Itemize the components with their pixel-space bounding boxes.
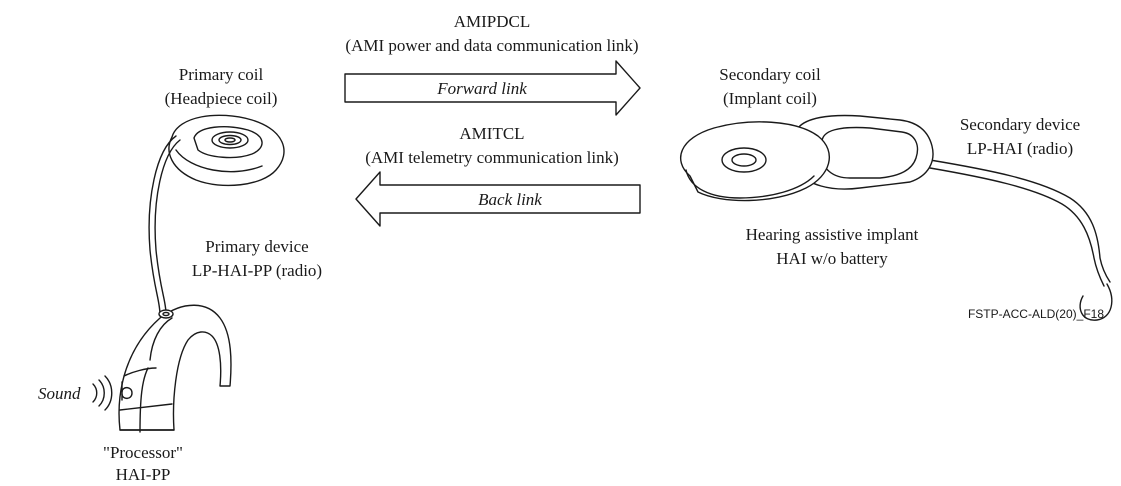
back-link-subtitle: (AMI telemetry communication link) [365, 148, 619, 167]
sound-waves-icon [92, 375, 113, 411]
secondary-coil-label-1: Secondary coil [719, 65, 821, 84]
processor-label-2: HAI-PP [116, 465, 171, 484]
forward-link-title: AMIPDCL [454, 12, 531, 31]
back-link-title: AMITCL [459, 124, 524, 143]
secondary-device-label-2: LP-HAI (radio) [967, 139, 1073, 158]
sound-label: Sound [38, 384, 81, 403]
primary-device-label-1: Primary device [205, 237, 308, 256]
implant-label-2: HAI w/o battery [776, 249, 888, 268]
back-link-arrow [355, 171, 641, 227]
processor-illustration [118, 304, 232, 433]
forward-link-group: AMIPDCL (AMI power and data communicatio… [344, 12, 641, 116]
processor-label-1: "Processor" [103, 443, 183, 462]
forward-link-label: Forward link [436, 79, 527, 98]
back-link-label: Back link [478, 190, 542, 209]
forward-link-arrow [344, 60, 641, 116]
figure-reference: FSTP-ACC-ALD(20)_F18 [968, 307, 1104, 321]
back-link-group: AMITCL (AMI telemetry communication link… [355, 124, 641, 227]
headpiece-coil-illustration [148, 114, 285, 316]
primary-coil-label-1: Primary coil [179, 65, 264, 84]
secondary-coil-label-2: (Implant coil) [723, 89, 817, 108]
primary-coil-label-2: (Headpiece coil) [165, 89, 278, 108]
implant-illustration [680, 114, 1113, 321]
forward-link-subtitle: (AMI power and data communication link) [345, 36, 638, 55]
secondary-device-label-1: Secondary device [960, 115, 1080, 134]
implant-label-1: Hearing assistive implant [746, 225, 919, 244]
primary-device-label-2: LP-HAI-PP (radio) [192, 261, 322, 280]
